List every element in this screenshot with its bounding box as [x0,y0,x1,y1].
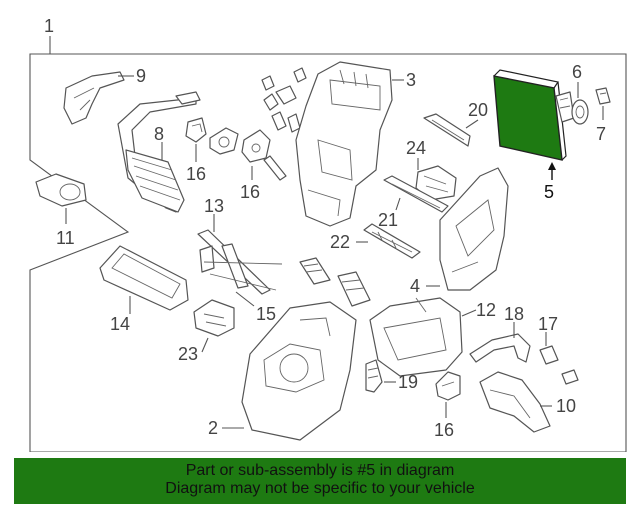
part-12-case [369,297,477,377]
callout-16-c: 16 [434,420,454,440]
small-fasteners [261,67,307,133]
part-info-banner: Part or sub-assembly is #5 in diagram Di… [14,458,626,504]
callout-15: 15 [256,304,276,324]
callout-20: 20 [468,100,488,120]
callout-5: 5 [544,182,554,202]
part-14-filter-tray [99,245,189,314]
callout-5-arrow [548,162,556,180]
callout-13: 13 [204,196,224,216]
callout-19: 19 [398,372,418,392]
part-13-link [197,214,271,295]
callout-23: 23 [178,344,198,364]
part-22-door [356,223,421,259]
banner-line-1: Part or sub-assembly is #5 in diagram [185,462,455,479]
callout-17: 17 [538,314,558,334]
part-6-seal [571,82,589,125]
callout-14: 14 [110,314,130,334]
part-2-lower-housing [222,301,357,441]
callout-22: 22 [330,232,350,252]
assembly-frame [29,53,627,452]
part-7-valve [595,87,611,120]
banner-line-2: Diagram may not be specific to your vehi… [165,480,475,497]
callout-9: 9 [136,66,146,86]
part-11-resistor [35,173,87,224]
part-21-door [383,175,449,213]
callout-11: 11 [56,228,75,248]
callout-7: 7 [596,124,606,144]
callout-2: 2 [208,418,218,438]
callout-16-b: 16 [240,182,260,202]
callout-3: 3 [406,70,416,90]
part-4-side-case [426,167,509,291]
part-24-actuator [415,158,457,201]
callout-1: 1 [44,16,54,36]
part-16-actuator [209,127,239,155]
part-15-rod [203,261,283,307]
part-5-evaporator-core [493,69,575,161]
part-16-clip-b [241,129,287,181]
part-23-actuator [193,299,235,353]
callout-10: 10 [556,396,576,416]
callout-12: 12 [476,300,496,320]
callout-labels: 1 9 3 6 20 7 8 24 16 16 5 13 21 11 22 4 … [44,16,606,440]
part-16-bracket [435,371,461,418]
callout-21: 21 [378,210,398,230]
callout-4: 4 [410,276,420,296]
part-17-valve [539,332,579,385]
part-10-duct [479,371,552,433]
callout-6: 6 [572,62,582,82]
callout-16-a: 16 [186,164,206,184]
vent-flaps [299,257,371,307]
part-9-duct [63,71,134,125]
callout-8: 8 [154,124,164,144]
part-3-upper-housing [295,61,404,227]
part-8-heater-core [117,91,201,213]
part-20-filter-door [423,113,479,147]
hvac-parts-diagram: 1 9 3 6 20 7 8 24 16 16 5 13 21 11 22 4 … [29,16,627,452]
part-19-drain-hose [365,359,396,393]
callout-24: 24 [406,138,426,158]
part-18-hose [469,322,531,363]
part-16-clip-a [185,117,207,162]
callout-18: 18 [504,304,524,324]
